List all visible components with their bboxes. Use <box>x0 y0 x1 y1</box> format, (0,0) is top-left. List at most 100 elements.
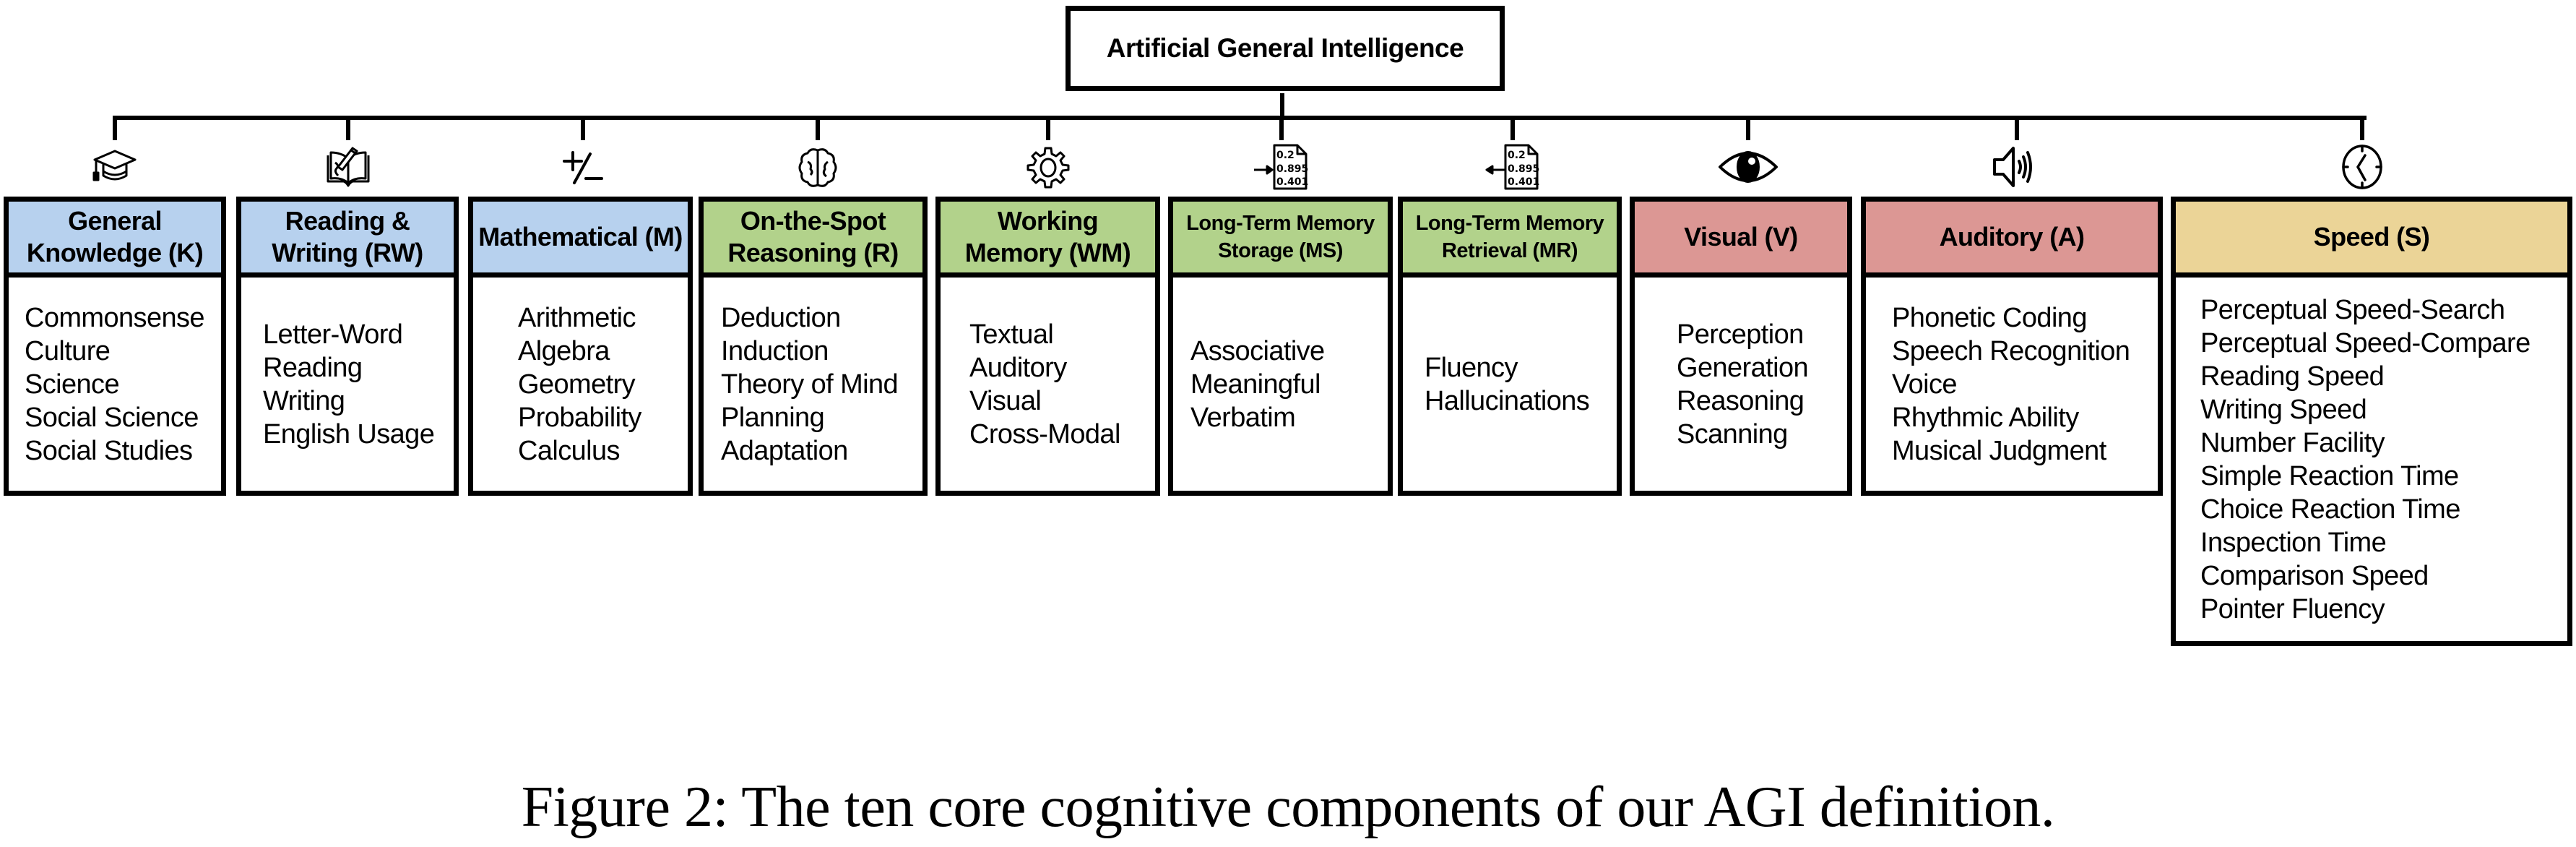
component-item: Auditory <box>969 352 1067 383</box>
component-item: Visual <box>969 385 1042 416</box>
connector-drop <box>1279 116 1284 140</box>
connector-drop <box>581 116 585 140</box>
component-item: Letter-Word <box>263 319 403 350</box>
connector-drop <box>113 116 117 140</box>
component-item: Scanning <box>1677 418 1788 450</box>
connector-drop <box>816 116 820 140</box>
component-item: Hallucinations <box>1425 385 1590 416</box>
component-item: Perceptual Speed-Compare <box>2200 328 2530 358</box>
component-item: Number Facility <box>2200 428 2385 458</box>
component-title-line: Long-Term Memory <box>1415 212 1604 235</box>
component-item: Science <box>25 369 120 400</box>
component-item: Planning <box>721 402 825 433</box>
component-item: Cross-Modal <box>969 418 1120 450</box>
component-item: Deduction <box>721 302 841 333</box>
component-item: Social Science <box>25 402 199 433</box>
component-item: Musical Judgment <box>1892 435 2106 466</box>
svg-text:0.2: 0.2 <box>1508 150 1526 161</box>
component-item: Writing Speed <box>2200 395 2367 425</box>
component-item: Calculus <box>518 435 621 466</box>
component-item: Choice Reaction Time <box>2200 494 2460 525</box>
component-item: Commonsense <box>25 302 205 333</box>
component-item: Writing <box>263 385 345 416</box>
component-item: Social Studies <box>25 435 193 466</box>
root-node-label: Artificial General Intelligence <box>1106 33 1464 63</box>
svg-text:0.401: 0.401 <box>1276 176 1308 188</box>
connector-drop <box>1046 116 1050 140</box>
component-item: Theory of Mind <box>721 369 899 400</box>
component-item: Inspection Time <box>2200 528 2387 558</box>
component-title: Reading &Writing (RW) <box>272 205 423 269</box>
component-item: Reading Speed <box>2200 361 2385 392</box>
component-item: Algebra <box>518 335 610 366</box>
connector-drop <box>2015 116 2019 140</box>
component-title-line: Speed (S) <box>2313 222 2430 251</box>
gear-icon <box>1019 142 1077 192</box>
component-item: Verbatim <box>1190 402 1296 433</box>
component-title-line: Writing (RW) <box>272 238 423 267</box>
component-item: Arithmetic <box>518 302 636 333</box>
component-item: Phonetic Coding <box>1892 302 2087 333</box>
figure-caption: Figure 2: The ten core cognitive compone… <box>521 775 2055 839</box>
connector-drop <box>2360 116 2364 140</box>
component-title-line: Reading & <box>285 206 410 236</box>
svg-text:0.2: 0.2 <box>1276 150 1295 161</box>
component-item: Comparison Speed <box>2200 561 2429 591</box>
connector-drop <box>346 116 350 140</box>
component-item: Perception <box>1677 319 1804 350</box>
component-item: English Usage <box>263 418 435 450</box>
component-header: Mathematical (M) <box>468 197 693 278</box>
component-title-line: Reasoning (R) <box>727 238 899 267</box>
component-header: Reading &Writing (RW) <box>236 197 459 278</box>
component-title-line: Knowledge (K) <box>26 238 204 267</box>
component-title: Auditory (A) <box>1940 221 2085 253</box>
speaker-icon <box>1988 142 2046 192</box>
connector-drop <box>1510 116 1515 140</box>
component-item: Rhythmic Ability <box>1892 402 2079 433</box>
connector-trunk <box>1280 93 1284 120</box>
component-item: Reading <box>263 352 363 383</box>
component-item: Induction <box>721 335 829 366</box>
component-title-line: Visual (V) <box>1684 222 1798 251</box>
data-retrieve-icon: 0.2 0.895 0.401 <box>1484 142 1542 192</box>
component-item: Simple Reaction Time <box>2200 461 2459 491</box>
component-item: Pointer Fluency <box>2200 594 2385 624</box>
component-item: Textual <box>969 319 1054 350</box>
component-item: Probability <box>518 402 641 433</box>
component-title-line: Auditory (A) <box>1939 222 2085 251</box>
component-item: Culture <box>25 335 111 366</box>
connector-bus <box>113 116 2367 120</box>
component-item: Meaningful <box>1190 369 1321 400</box>
plus-minus-icon <box>554 142 612 192</box>
component-title-line: Retrieval (MR) <box>1441 239 1578 262</box>
component-item: Fluency <box>1425 352 1518 383</box>
component-title-line: On-the-Spot <box>740 206 886 236</box>
component-title-line: Working <box>997 206 1099 236</box>
component-title-line: Long-Term Memory <box>1186 212 1375 235</box>
